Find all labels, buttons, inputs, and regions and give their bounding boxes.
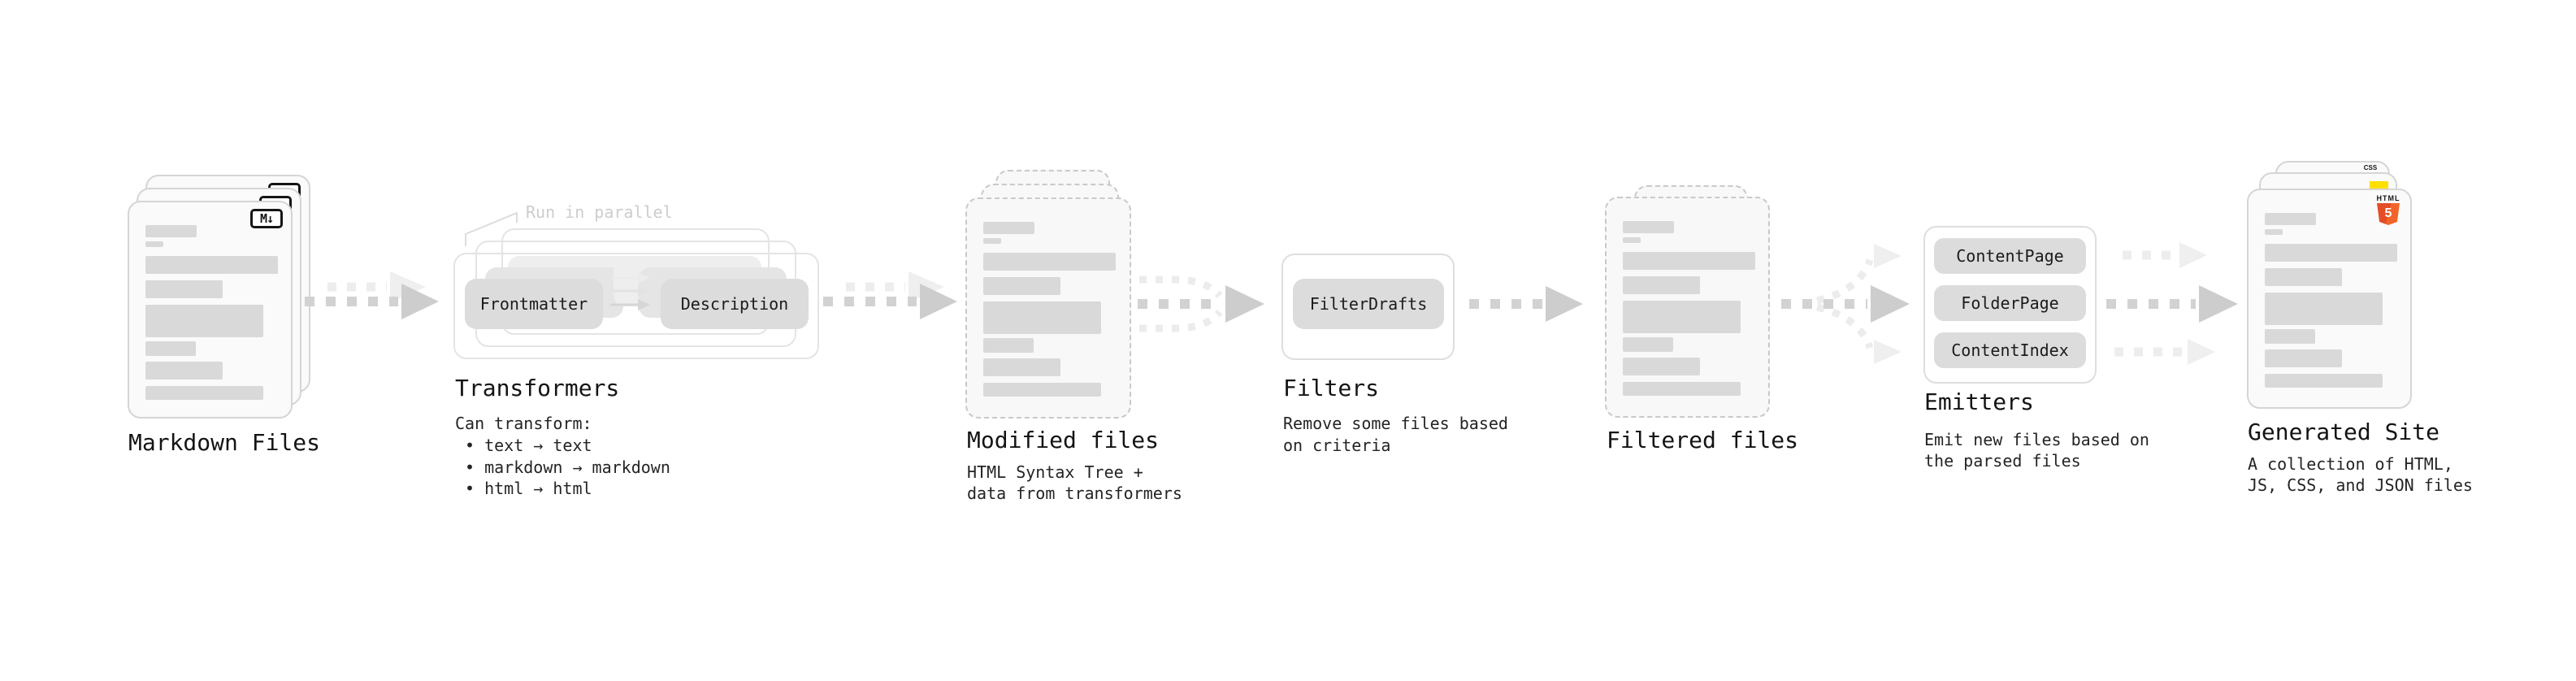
placeholder-text-bar: [983, 238, 1001, 244]
placeholder-text-bar: [2265, 374, 2383, 388]
placeholder-text-bar: [145, 280, 223, 298]
contentindex-box: ContentIndex: [1934, 332, 2086, 368]
placeholder-text-bar: [1623, 337, 1673, 352]
placeholder-text-bar: [145, 241, 163, 247]
stage-label-emitters: Emitters: [1924, 388, 2034, 415]
emitters-desc: Emit new files based on: [1924, 430, 2149, 449]
generated-file-card-front: HTML 5: [2247, 189, 2412, 409]
placeholder-text-bar: [2265, 244, 2397, 262]
filterdrafts-box: FilterDrafts: [1293, 279, 1444, 329]
contentpage-box: ContentPage: [1934, 238, 2086, 274]
markdown-icon: M↓: [250, 209, 283, 228]
placeholder-text-bar: [145, 386, 263, 400]
placeholder-text-bar: [145, 305, 263, 337]
arrow-filtered-to-emitters: [1781, 244, 1910, 364]
placeholder-text-bar: [1623, 358, 1700, 375]
modified-file-card-front: [965, 197, 1131, 419]
folderpage-box: FolderPage: [1934, 285, 2086, 321]
transformers-desc-title: Can transform:: [455, 414, 592, 433]
stage-label-generated-site: Generated Site: [2248, 419, 2440, 445]
placeholder-text-bar: [983, 338, 1034, 353]
transformers-bullet: • html → html: [465, 479, 592, 498]
html5-icon-shield: 5: [2377, 203, 2400, 225]
css-icon-label: CSS: [2363, 164, 2378, 171]
filters-desc: on criteria: [1283, 436, 1391, 455]
filtered-file-card-front: [1605, 197, 1770, 418]
placeholder-text-bar: [983, 253, 1116, 271]
generated-site-desc: A collection of HTML,: [2248, 454, 2453, 474]
arrow-filters-to-filtered: [1469, 286, 1583, 322]
transformer-shell-front: [453, 253, 819, 359]
description-box: Description: [661, 279, 809, 329]
placeholder-text-bar: [1623, 221, 1674, 233]
arrow-modified-to-filters: [1138, 275, 1264, 332]
run-in-parallel-annotation: Run in parallel: [526, 202, 673, 222]
html5-icon-number: 5: [2384, 206, 2392, 220]
modified-files-desc: data from transformers: [967, 484, 1182, 503]
transformers-bullet: • text → text: [465, 436, 592, 455]
emitters-desc: the parsed files: [1924, 451, 2081, 471]
placeholder-text-bar: [2265, 268, 2342, 286]
placeholder-text-bar: [983, 383, 1101, 397]
transformers-bullet: • markdown → markdown: [465, 458, 670, 477]
placeholder-text-bar: [2265, 213, 2316, 225]
placeholder-text-bar: [2265, 293, 2383, 325]
stage-label-filters: Filters: [1283, 375, 1380, 401]
stage-label-markdown-files: Markdown Files: [128, 429, 321, 456]
modified-files-desc: HTML Syntax Tree +: [967, 462, 1143, 482]
placeholder-text-bar: [1623, 237, 1641, 243]
placeholder-text-bar: [983, 222, 1034, 234]
placeholder-text-bar: [983, 301, 1101, 334]
placeholder-text-bar: [1623, 382, 1741, 396]
arrow-transformers-to-modified: [823, 271, 957, 319]
placeholder-text-bar: [145, 362, 223, 380]
stage-label-filtered-files: Filtered files: [1607, 427, 1799, 453]
placeholder-text-bar: [145, 341, 196, 356]
markdown-file-card-front: M↓: [128, 201, 293, 419]
stage-label-modified-files: Modified files: [967, 427, 1160, 453]
filters-desc: Remove some files based: [1283, 414, 1508, 433]
stage-label-transformers: Transformers: [455, 375, 620, 401]
frontmatter-box: Frontmatter: [465, 279, 603, 329]
placeholder-text-bar: [983, 277, 1060, 295]
placeholder-text-bar: [983, 358, 1060, 376]
placeholder-text-bar: [1623, 301, 1741, 333]
generated-site-desc: JS, CSS, and JSON files: [2248, 475, 2473, 495]
placeholder-text-bar: [145, 256, 278, 274]
placeholder-text-bar: [2265, 229, 2283, 235]
placeholder-text-bar: [2265, 329, 2315, 344]
placeholder-text-bar: [1623, 276, 1700, 294]
html5-icon: HTML 5: [2376, 194, 2400, 225]
placeholder-text-bar: [1623, 252, 1755, 270]
placeholder-text-bar: [2265, 349, 2342, 367]
html5-icon-caption: HTML: [2376, 194, 2400, 202]
placeholder-text-bar: [145, 225, 197, 237]
arrow-markdown-to-transformers: [305, 271, 439, 319]
arrow-emitters-to-generated: [2106, 242, 2238, 365]
